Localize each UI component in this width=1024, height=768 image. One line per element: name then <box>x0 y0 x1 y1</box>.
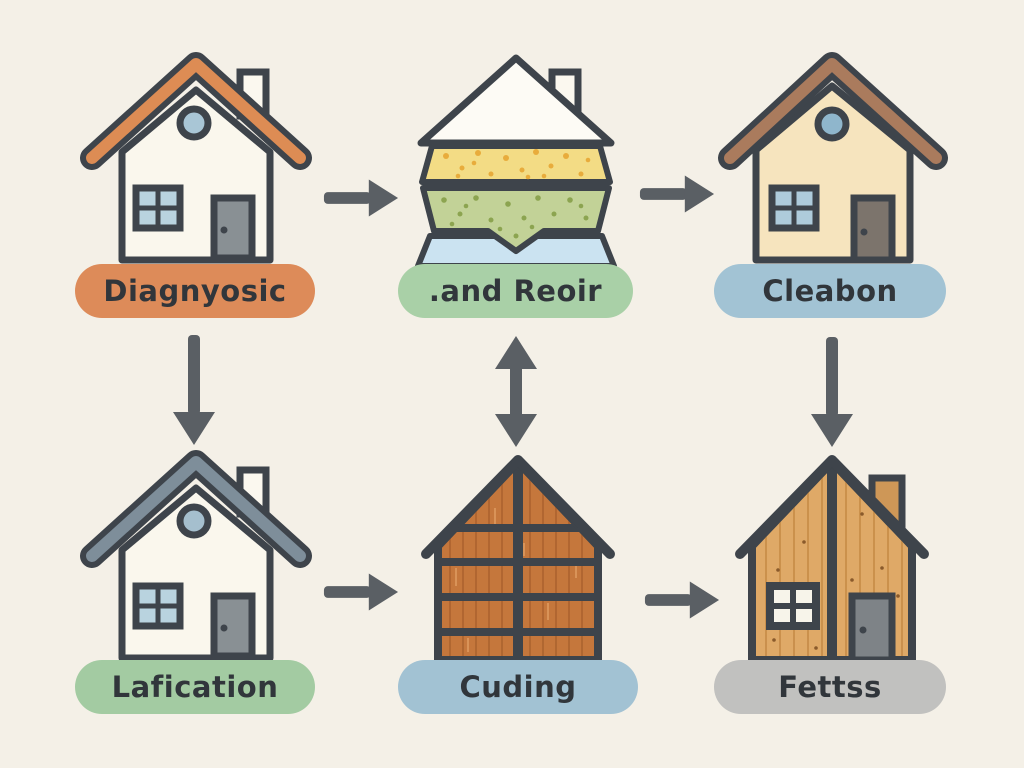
stage-label-cuding: Cuding <box>398 660 638 714</box>
timber-frame-wood-house-icon <box>398 448 638 668</box>
stage-label-fettss: Fettss <box>714 660 946 714</box>
classic-house-gray-roof-icon <box>78 446 318 666</box>
classic-house-brown-roof-icon <box>714 48 954 268</box>
stage-label-cleabon: Cleabon <box>714 264 946 318</box>
light-wood-plank-house-icon <box>712 448 952 668</box>
classic-house-orange-roof-icon <box>78 48 318 268</box>
down-arrow-icon <box>168 332 220 447</box>
down-arrow-icon <box>806 334 858 449</box>
layered-insulation-house-icon <box>396 48 636 268</box>
stage-label-lafication: Lafication <box>75 660 315 714</box>
right-arrow-icon <box>322 570 400 614</box>
stage-label-text: Cleabon <box>762 274 898 308</box>
stage-label-text: .and Reoir <box>428 274 603 308</box>
stage-label-text: Cuding <box>459 670 577 704</box>
vertical-double-arrow-icon <box>490 334 542 449</box>
stage-label-text: Fettss <box>778 670 882 704</box>
stage-label-diagnyosic: Diagnyosic <box>75 264 315 318</box>
right-arrow-icon <box>643 578 721 622</box>
right-arrow-icon <box>638 172 716 216</box>
right-arrow-icon <box>322 176 400 220</box>
stage-label-text: Lafication <box>111 670 279 704</box>
stage-label-and-reoir: .and Reoir <box>398 264 633 318</box>
stage-label-text: Diagnyosic <box>103 274 287 308</box>
